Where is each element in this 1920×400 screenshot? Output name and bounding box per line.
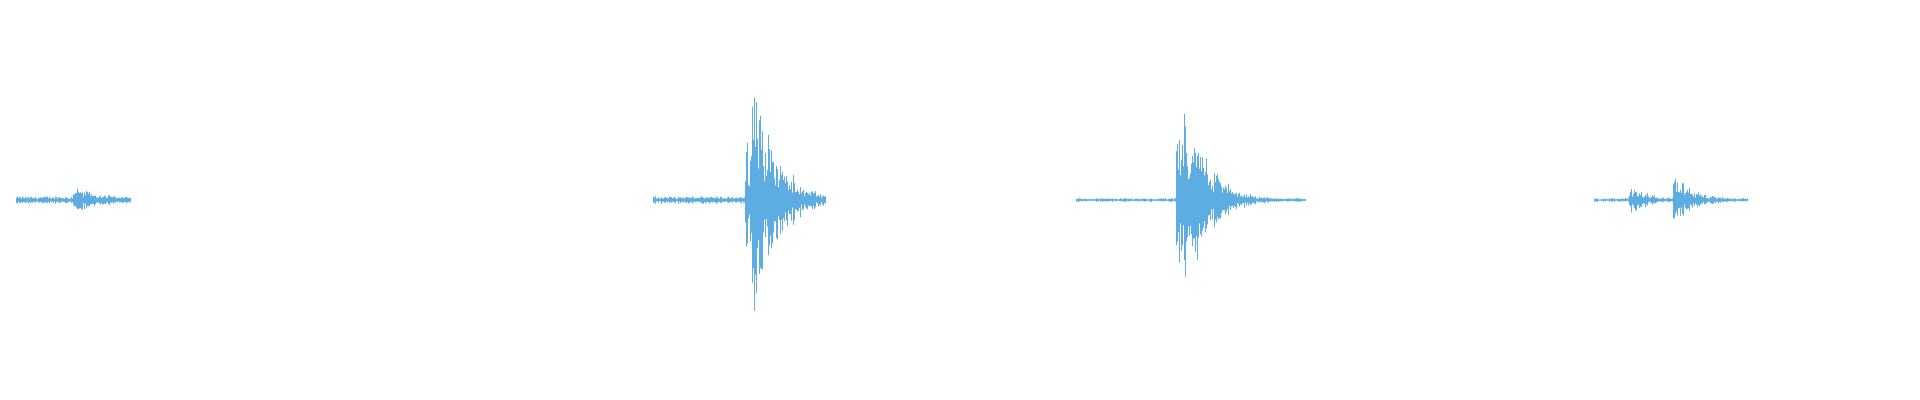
waveform-group <box>16 97 1748 311</box>
